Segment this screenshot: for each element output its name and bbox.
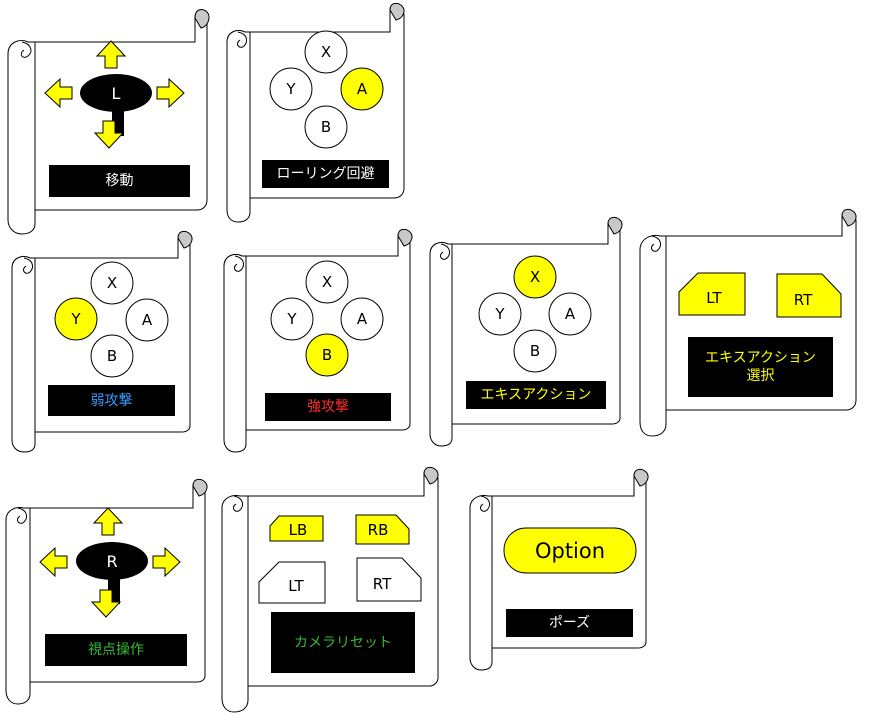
option-label: Option [535,539,605,563]
button-y-label: Y [286,310,297,328]
trigger-lt-label: LT [288,577,304,595]
trigger-rt [776,273,842,318]
button-x-label: X [530,268,540,286]
label-strong: 強攻撃 [265,393,391,421]
button-y-label: Y [285,80,296,98]
scroll-strong [223,228,413,453]
button-y-label: Y [70,310,81,328]
label-move: 移動 [49,165,190,197]
button-b-label: B [107,347,117,365]
button-x-label: X [322,273,332,291]
button-b [90,334,134,378]
button-x-label: X [321,43,331,61]
button-b-label: B [321,118,331,136]
button-b-label: B [322,346,332,364]
bumper-lb-label: LB [289,521,308,539]
stick-letter: R [106,552,117,571]
scroll-ex-select [639,208,857,437]
stick-body [76,542,148,580]
button-a [340,297,384,341]
button-x [304,30,348,74]
label-ex-select-line1: エキスアクション [705,350,816,366]
trigger-lt [258,561,326,604]
button-y [270,297,314,341]
label-cam-reset: カメラリセット [271,612,415,673]
stick-body [80,74,152,112]
label-ex-select: エキスアクション 選択 [688,337,833,397]
button-b [304,105,348,149]
trigger-rt-label: RT [373,575,392,593]
button-a-label: A [357,310,368,328]
button-a-label: A [357,80,368,98]
buttons-strong: X Y A B [270,260,384,377]
scroll-ex [429,216,623,447]
button-a [340,67,384,111]
button-b [513,329,557,373]
button-x-label: X [107,274,117,292]
triggers-cam-reset: LB RB LT RT [258,514,422,604]
triggers-ex-select: LT RT [678,272,842,318]
stick-letter: L [112,84,121,103]
bumper-rb-label: RB [368,521,389,539]
button-x [513,255,557,299]
button-a-label: A [565,305,576,323]
label-ex: エキスアクション [466,381,606,409]
trigger-rt [356,557,422,602]
buttons-weak: X Y A B [54,261,169,378]
buttons-roll: X Y A B [269,30,384,149]
scroll-weak [11,230,193,453]
label-pause: ポーズ [506,609,633,637]
button-a [125,298,169,342]
button-b [305,333,349,377]
label-roll: ローリング回避 [262,160,389,188]
label-view: 視点操作 [45,634,187,666]
scroll-roll [226,2,405,223]
button-y [54,297,98,341]
label-ex-select-line2: 選択 [746,368,775,384]
button-b-label: B [530,342,540,360]
button-x [90,261,134,305]
button-x [305,260,349,304]
trigger-lt-label: LT [706,289,722,307]
button-y [269,67,313,111]
button-y-label: Y [494,305,505,323]
trigger-lt [678,272,746,316]
bumper-lb [269,515,324,542]
stick-move: L [44,40,185,149]
stick-view: R [39,507,181,618]
button-a [548,292,592,336]
trigger-rt-label: RT [794,291,813,309]
option-button: Option [503,527,637,574]
button-y [478,292,522,336]
button-a-label: A [142,311,153,329]
bumper-rb [355,514,410,545]
buttons-ex: X Y A B [478,255,592,373]
label-weak: 弱攻撃 [48,385,175,416]
